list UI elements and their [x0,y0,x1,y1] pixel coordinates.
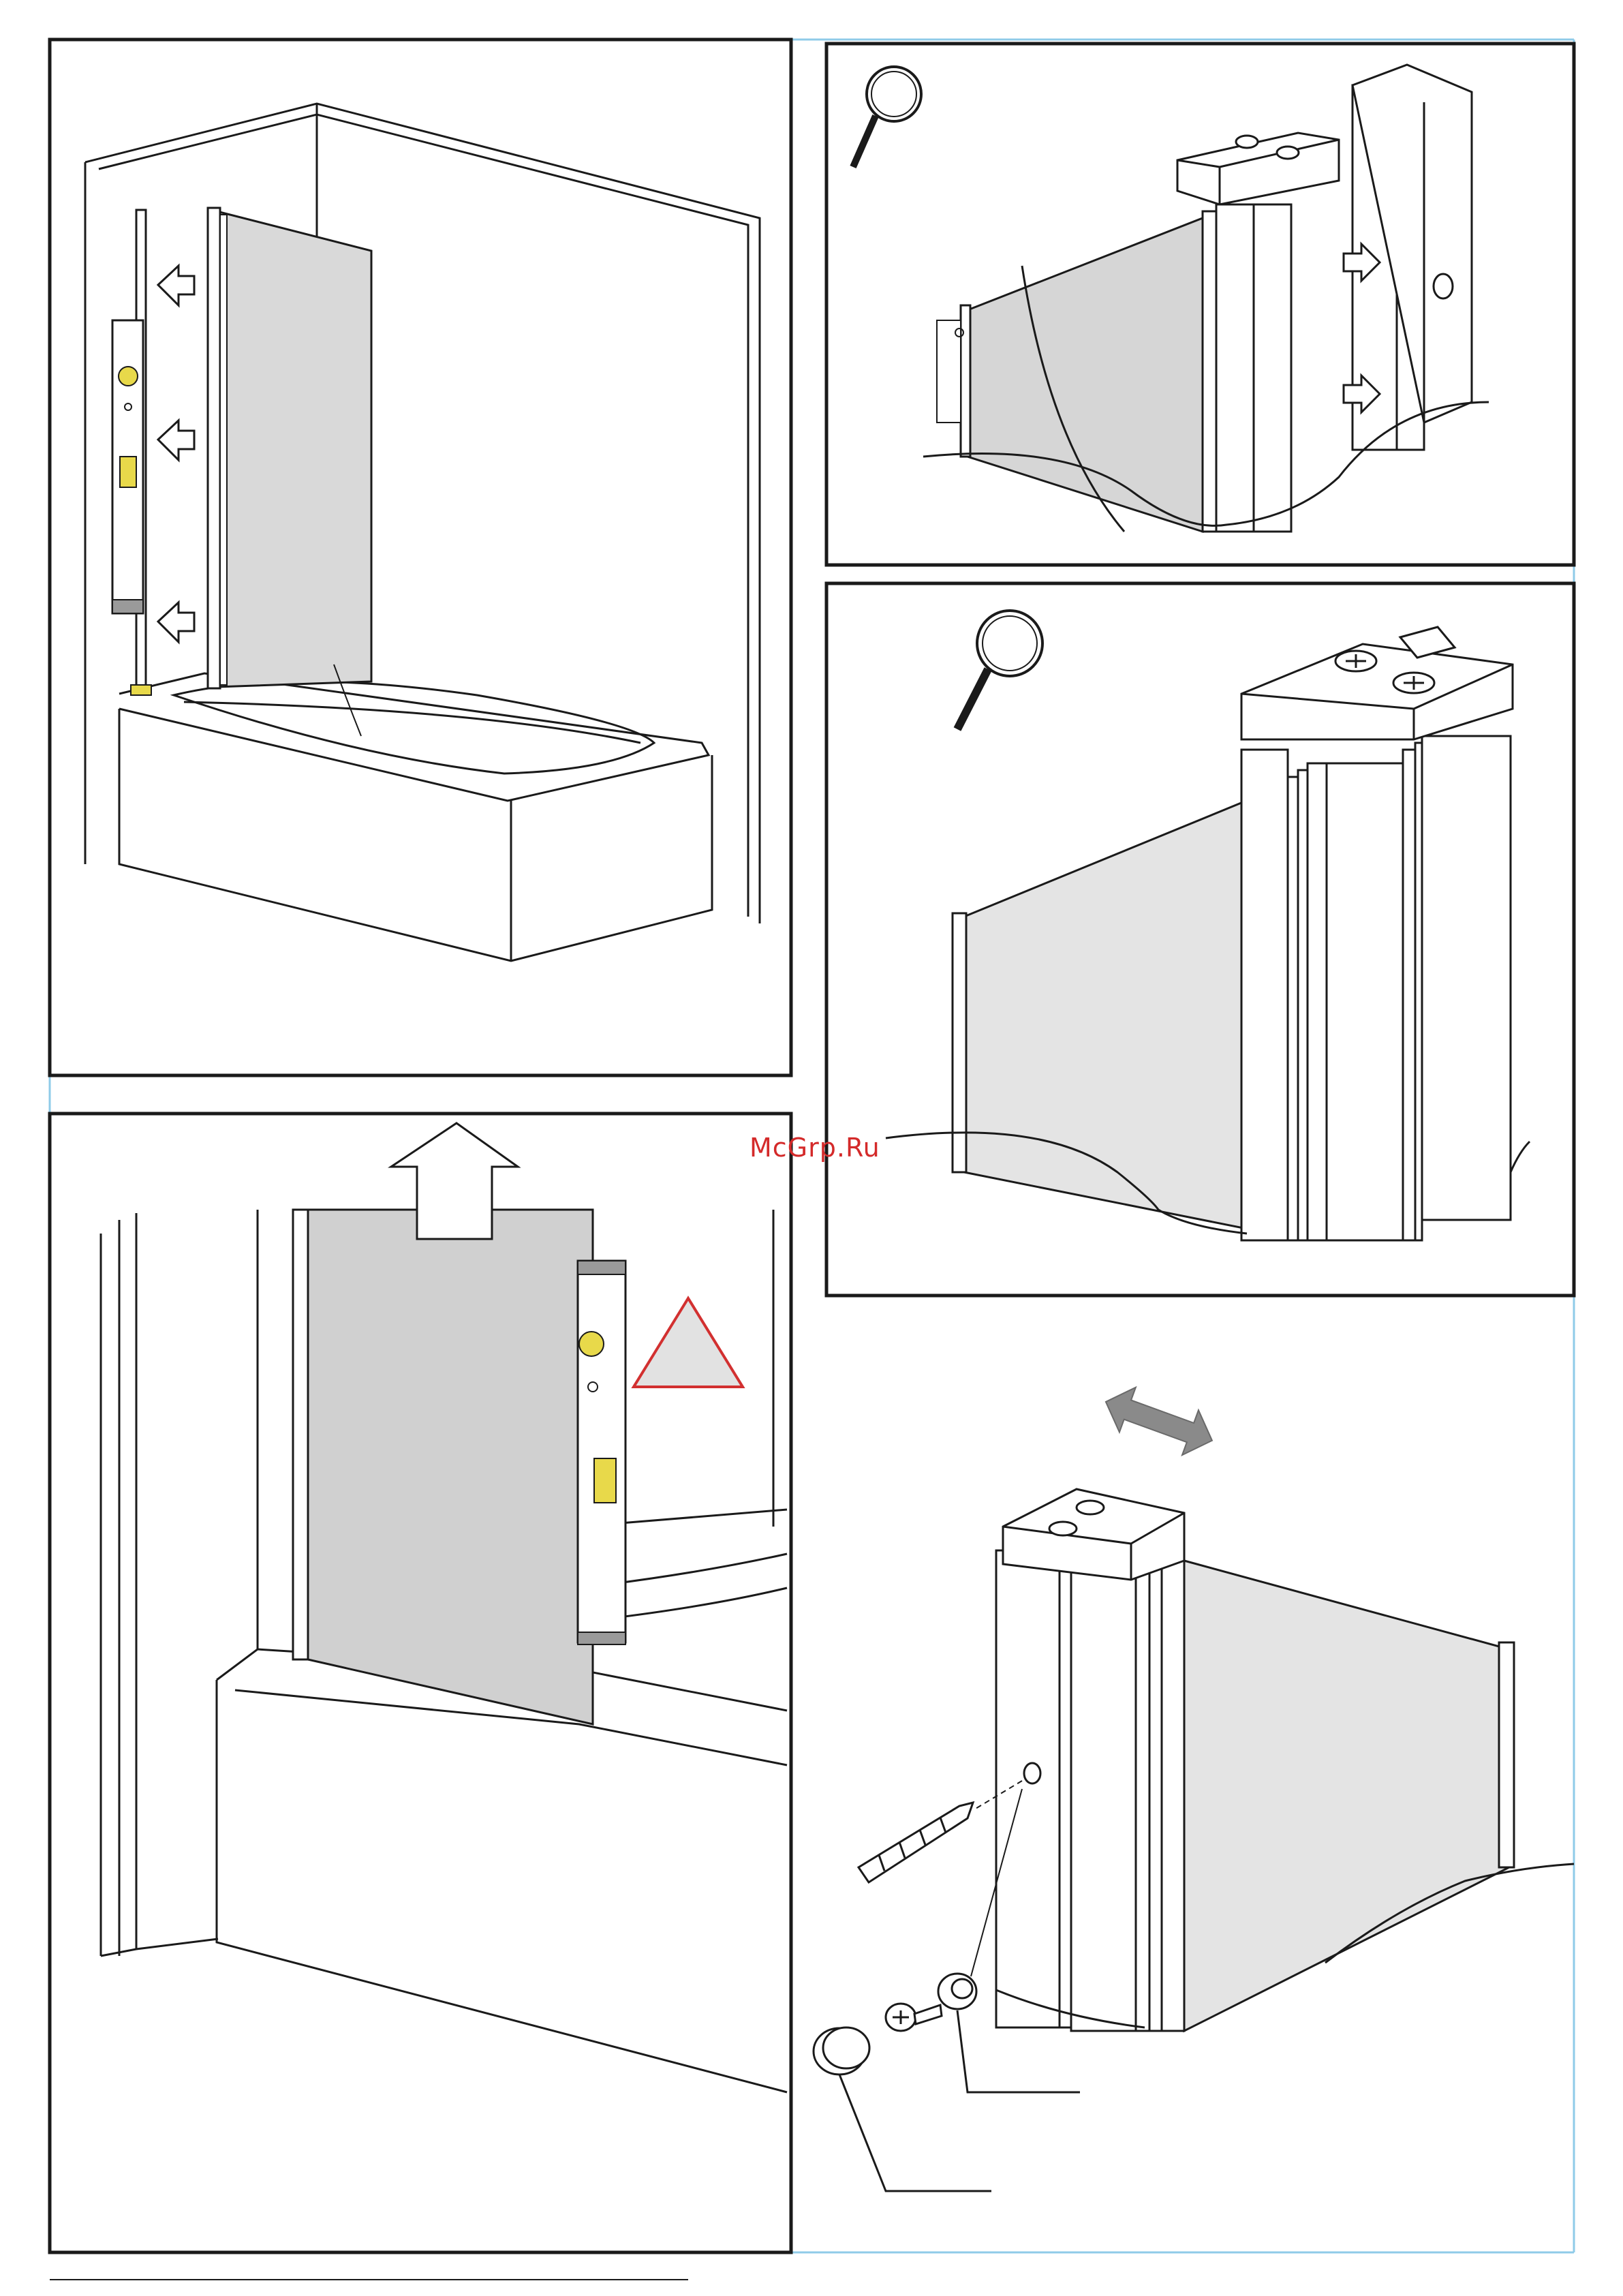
cover-cap-icon [814,2027,869,2075]
arrow-left-icon [158,266,194,642]
panel-detail-profile-slide-off [826,44,1574,565]
wall-plug-icon [938,1974,976,2009]
spirit-level-icon [112,320,143,613]
drill-bit-icon [859,1803,973,1882]
magnifier-icon [957,611,1042,729]
warning-triangle-icon [634,1298,743,1387]
spirit-level-icon [578,1261,625,1644]
double-arrow-icon [1098,1379,1220,1463]
screw-icon [886,2004,942,2031]
panel-step-mark-wall-profile [50,40,791,1075]
panel-step-level-glass-panel [50,1114,791,2252]
magnifier-icon [853,67,921,167]
panel-detail-profile-top-cap [826,583,1574,1296]
panel-step-adjust-fix-screws [814,1379,1574,2191]
watermark-text: McGrp.Ru [749,1133,913,1163]
